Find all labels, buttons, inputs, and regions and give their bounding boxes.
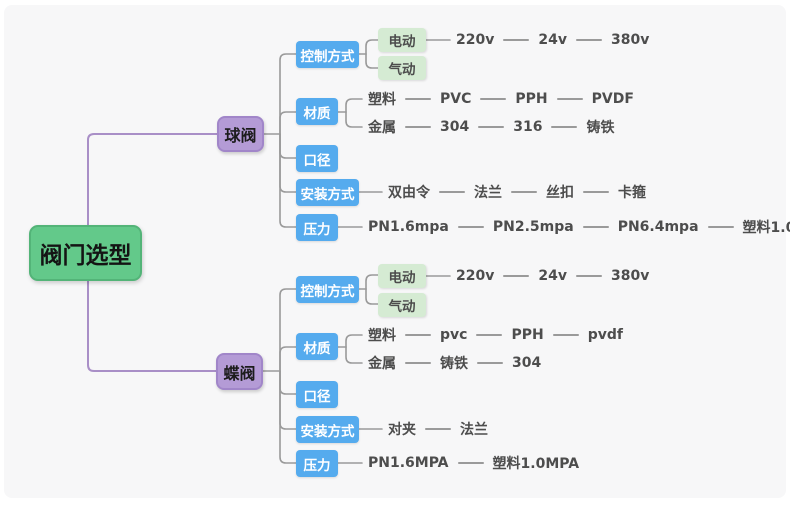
value-label[interactable]: pvdf bbox=[587, 327, 623, 343]
connector-line-segment bbox=[477, 362, 503, 364]
connector-line-segment bbox=[556, 98, 583, 100]
value-label[interactable]: 对夹 bbox=[388, 422, 416, 438]
connector-line-segment bbox=[552, 334, 579, 336]
connector-line-segment bbox=[511, 191, 537, 193]
connector-line-segment bbox=[575, 39, 602, 41]
topic-ball-diameter[interactable]: 口径 bbox=[296, 145, 338, 172]
value-label[interactable]: 铸铁 bbox=[586, 120, 615, 136]
value-row-ball-plastic: 塑料 PVC PPH PVDF bbox=[368, 89, 634, 109]
value-label[interactable]: 24v bbox=[538, 32, 567, 48]
topic-ball-material[interactable]: 材质 bbox=[296, 98, 338, 125]
connector-line-segment bbox=[582, 226, 609, 228]
topic-butterfly-control-method[interactable]: 控制方式 bbox=[296, 276, 359, 303]
connector-line-segment bbox=[551, 126, 578, 128]
value-label[interactable]: 双由令 bbox=[388, 185, 430, 201]
value-label[interactable]: 304 bbox=[440, 119, 470, 135]
value-label[interactable]: PVDF bbox=[591, 91, 634, 107]
value-row-butterfly-volts: 220v 24v 380v bbox=[456, 268, 649, 284]
value-label[interactable]: 380v bbox=[610, 268, 650, 284]
value-label[interactable]: 法兰 bbox=[460, 422, 488, 438]
value-label[interactable]: 304 bbox=[512, 355, 542, 371]
branch-node-butterfly-valve[interactable]: 蝶阀 bbox=[216, 353, 263, 390]
value-label[interactable]: 铸铁 bbox=[440, 356, 468, 372]
connector-line-segment bbox=[405, 126, 431, 128]
value-label[interactable]: 220v bbox=[456, 32, 495, 48]
connector-line-segment bbox=[480, 98, 507, 100]
gray-connectors bbox=[262, 39, 451, 464]
value-label[interactable]: PN2.5mpa bbox=[492, 219, 574, 235]
value-label[interactable]: 24v bbox=[538, 268, 567, 284]
topic-ball-control-method[interactable]: 控制方式 bbox=[296, 41, 359, 68]
connector-line-segment bbox=[583, 191, 609, 193]
value-row-ball-volts: 220v 24v 380v bbox=[456, 32, 649, 48]
value-row-ball-pressure: PN1.6mpa PN2.5mpa PN6.4mpa 塑料1.0MPA bbox=[368, 217, 790, 237]
value-row-butterfly-install: 对夹 法兰 bbox=[388, 419, 488, 439]
value-label[interactable]: 法兰 bbox=[474, 185, 502, 201]
value-row-ball-metal: 金属 304 316 铸铁 bbox=[368, 117, 614, 137]
value-label[interactable]: PN1.6mpa bbox=[368, 219, 449, 235]
connector-line-segment bbox=[503, 275, 530, 277]
value-row-butterfly-metal: 金属 铸铁 304 bbox=[368, 353, 541, 373]
value-label[interactable]: 卡箍 bbox=[618, 185, 646, 201]
topic-ball-pressure[interactable]: 压力 bbox=[296, 214, 338, 241]
value-label[interactable]: PPH bbox=[515, 91, 548, 107]
value-label[interactable]: 塑料1.0MPA bbox=[742, 220, 790, 236]
topic-butterfly-install-method[interactable]: 安装方式 bbox=[296, 416, 359, 443]
value-label[interactable]: 金属 bbox=[368, 120, 396, 136]
connector-line-segment bbox=[439, 191, 465, 193]
connector-line-segment bbox=[405, 334, 431, 336]
branch-node-ball-valve[interactable]: 球阀 bbox=[217, 116, 264, 152]
connector-line-segment bbox=[707, 226, 734, 228]
topic-butterfly-diameter[interactable]: 口径 bbox=[296, 381, 338, 408]
connector-line-segment bbox=[457, 226, 484, 228]
value-label[interactable]: PN6.4mpa bbox=[617, 219, 699, 235]
connector-line-segment bbox=[405, 98, 431, 100]
leaf-ball-pneumatic[interactable]: 气动 bbox=[378, 56, 426, 80]
value-label[interactable]: 塑料 bbox=[368, 328, 396, 344]
value-label[interactable]: PVC bbox=[440, 91, 472, 107]
value-label[interactable]: 316 bbox=[513, 119, 543, 135]
value-label[interactable]: 220v bbox=[456, 268, 495, 284]
value-label[interactable]: 380v bbox=[610, 32, 650, 48]
value-row-butterfly-pressure: PN1.6MPA 塑料1.0MPA bbox=[368, 453, 579, 473]
value-label[interactable]: 金属 bbox=[368, 356, 396, 372]
connector-line-segment bbox=[457, 462, 484, 464]
value-row-ball-install: 双由令 法兰 丝扣 卡箍 bbox=[388, 182, 646, 202]
connector-line-segment bbox=[478, 126, 505, 128]
topic-butterfly-material[interactable]: 材质 bbox=[296, 333, 338, 360]
topic-butterfly-pressure[interactable]: 压力 bbox=[296, 450, 338, 477]
purple-connectors bbox=[87, 133, 218, 372]
leaf-butterfly-pneumatic[interactable]: 气动 bbox=[378, 293, 426, 317]
connector-line-segment bbox=[476, 334, 503, 336]
value-label[interactable]: 塑料1.0MPA bbox=[492, 456, 580, 472]
value-row-butterfly-plastic: 塑料 pvc PPH pvdf bbox=[368, 325, 623, 345]
connector-line-segment bbox=[405, 362, 431, 364]
leaf-butterfly-electric[interactable]: 电动 bbox=[378, 264, 426, 288]
topic-ball-install-method[interactable]: 安装方式 bbox=[296, 179, 359, 206]
value-label[interactable]: 塑料 bbox=[368, 92, 396, 108]
value-label[interactable]: PN1.6MPA bbox=[368, 455, 449, 471]
connector-line-segment bbox=[425, 428, 451, 430]
connector-line-segment bbox=[503, 39, 530, 41]
connector-line-segment bbox=[575, 275, 602, 277]
value-label[interactable]: 丝扣 bbox=[546, 185, 574, 201]
value-label[interactable]: PPH bbox=[511, 327, 544, 343]
leaf-ball-electric[interactable]: 电动 bbox=[378, 28, 426, 52]
value-label[interactable]: pvc bbox=[440, 327, 468, 343]
root-node-valve-selection[interactable]: 阀门选型 bbox=[29, 225, 142, 281]
